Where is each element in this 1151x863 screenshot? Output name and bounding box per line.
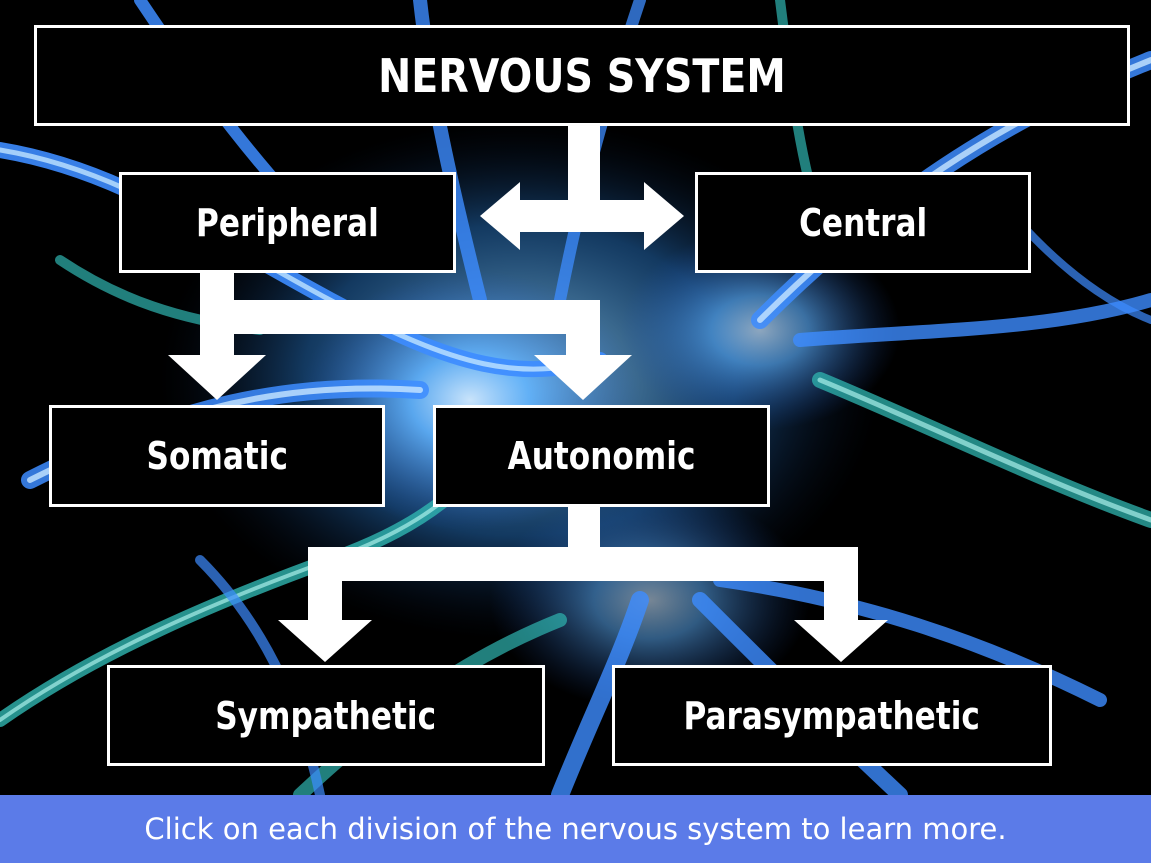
node-sympathetic-label: Sympathetic <box>215 693 437 738</box>
node-somatic[interactable]: Somatic <box>49 405 385 507</box>
node-somatic-label: Somatic <box>146 434 288 478</box>
node-peripheral[interactable]: Peripheral <box>119 172 456 273</box>
instruction-text: Click on each division of the nervous sy… <box>144 812 1007 846</box>
node-central[interactable]: Central <box>695 172 1031 273</box>
node-central-label: Central <box>798 200 928 245</box>
node-autonomic[interactable]: Autonomic <box>433 405 770 507</box>
diagram-title: NERVOUS SYSTEM <box>34 25 1130 126</box>
diagram-title-text: NERVOUS SYSTEM <box>378 48 786 103</box>
node-peripheral-label: Peripheral <box>196 200 379 245</box>
node-sympathetic[interactable]: Sympathetic <box>107 665 545 766</box>
node-parasympathetic[interactable]: Parasympathetic <box>612 665 1052 766</box>
instruction-bar: Click on each division of the nervous sy… <box>0 795 1151 863</box>
node-parasympathetic-label: Parasympathetic <box>683 693 981 738</box>
node-autonomic-label: Autonomic <box>507 434 696 478</box>
